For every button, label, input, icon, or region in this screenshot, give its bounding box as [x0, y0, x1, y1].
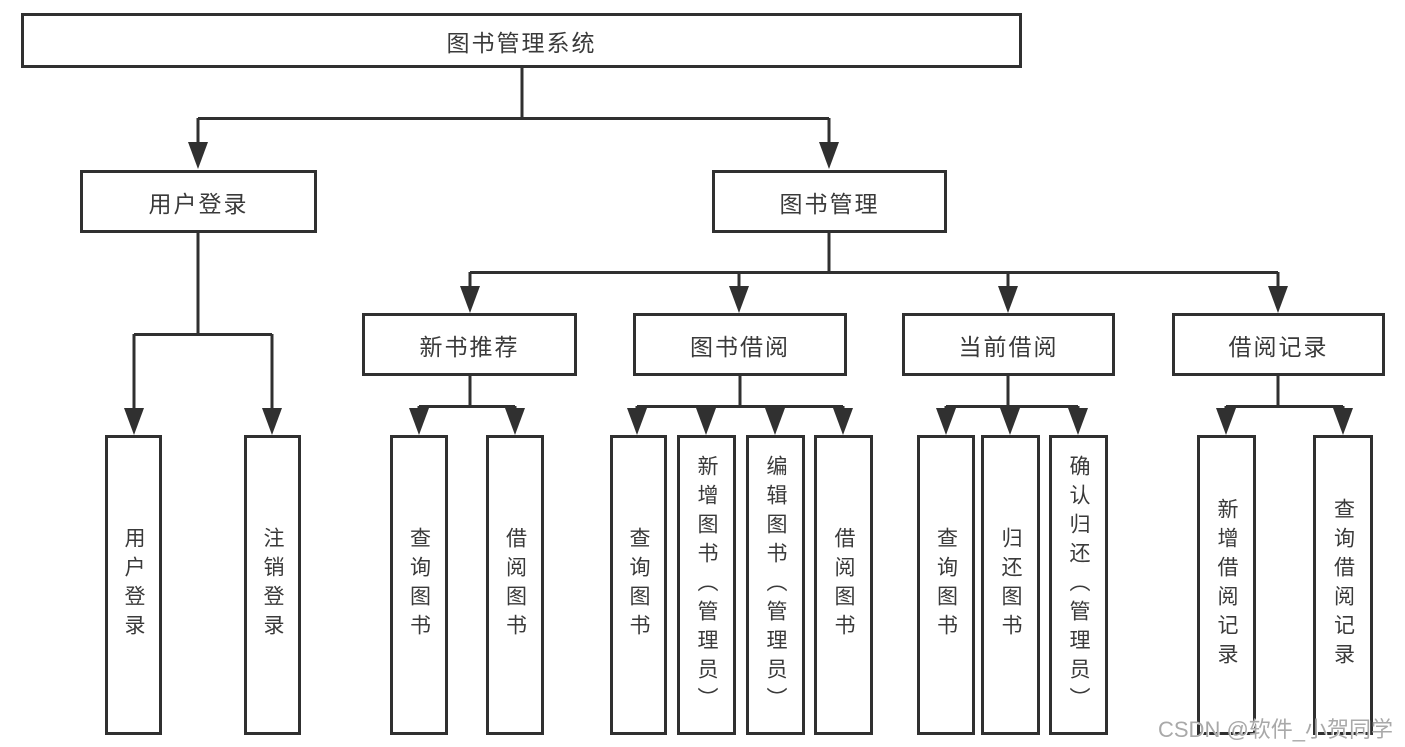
node-leaf-edit-book-admin: 编辑图书（管理员）	[746, 435, 805, 735]
arrowheads-bookborrow-leaves	[627, 408, 853, 435]
node-leaf-add-book-admin: 新增图书（管理员）	[677, 435, 736, 735]
node-leaf-query-books-borrowing: 查询图书	[610, 435, 667, 735]
arrowheads-newbook-leaves	[409, 408, 525, 435]
node-borrowing-records: 借阅记录	[1172, 313, 1385, 376]
node-user-login: 用户登录	[80, 170, 317, 233]
connector-root-to-level1	[196, 68, 831, 146]
node-book-borrowing: 图书借阅	[633, 313, 847, 376]
node-leaf-query-books-current: 查询图书	[917, 435, 975, 735]
node-leaf-query-borrow-record: 查询借阅记录	[1313, 435, 1373, 735]
node-library-management-system: 图书管理系统	[21, 13, 1022, 68]
node-current-borrowing: 当前借阅	[902, 313, 1115, 376]
node-leaf-query-books-recommend: 查询图书	[390, 435, 448, 735]
csdn-watermark: CSDN @软件_小贺同学	[1158, 717, 1394, 742]
arrowheads-userlogin-leaves	[124, 408, 282, 435]
arrowheads-records-leaves	[1216, 408, 1353, 435]
node-leaf-add-borrow-record: 新增借阅记录	[1197, 435, 1256, 735]
connector-newbook-to-leaves	[417, 376, 517, 412]
connector-records-to-leaves	[1224, 376, 1345, 412]
node-leaf-return-books: 归还图书	[981, 435, 1040, 735]
node-book-management: 图书管理	[712, 170, 947, 233]
node-leaf-logout: 注销登录	[244, 435, 301, 735]
connector-bookmgmt-to-level2	[468, 233, 1280, 290]
node-leaf-confirm-return-admin: 确认归还（管理员）	[1049, 435, 1108, 735]
arrowheads-level2	[460, 286, 1288, 313]
node-leaf-borrow-books-recommend: 借阅图书	[486, 435, 544, 735]
node-leaf-user-login: 用户登录	[105, 435, 162, 735]
arrowheads-level1	[188, 142, 839, 169]
connector-bookborrow-to-leaves	[635, 376, 845, 412]
node-new-book-recommendation: 新书推荐	[362, 313, 577, 376]
connector-userlogin-to-leaves	[132, 233, 274, 412]
connector-currentborrow-to-leaves	[944, 376, 1080, 412]
node-leaf-borrow-books: 借阅图书	[814, 435, 873, 735]
arrowheads-currentborrow-leaves	[936, 408, 1088, 435]
